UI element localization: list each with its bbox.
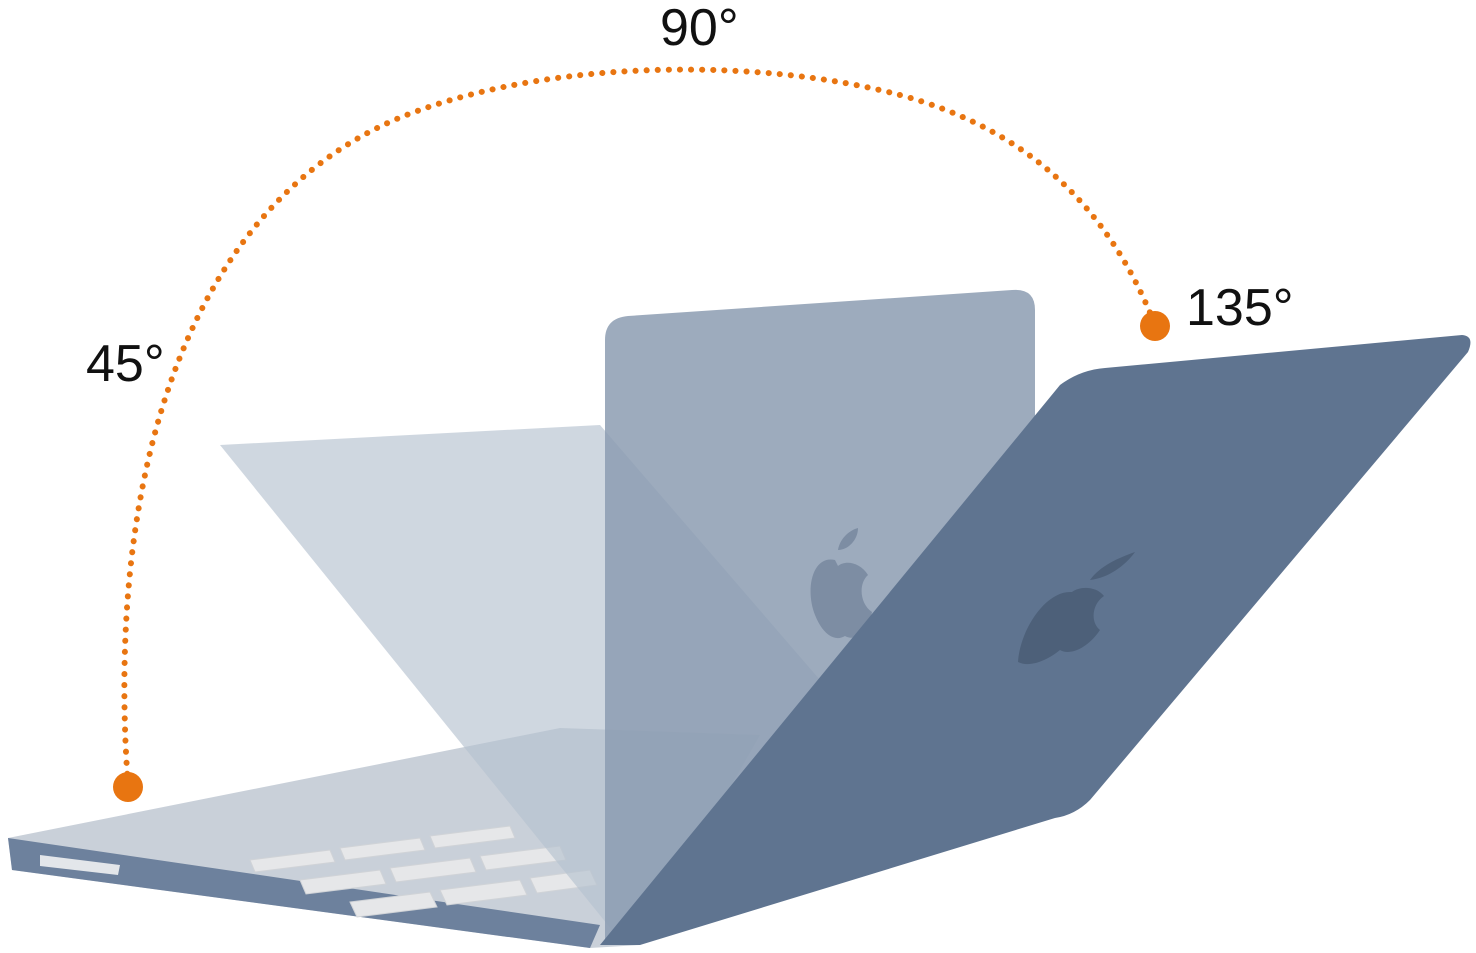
lid-135-degrees xyxy=(600,335,1471,945)
arc-start-dot xyxy=(113,772,143,802)
opening-angle-arc xyxy=(121,66,1158,788)
angle-label-135: 135° xyxy=(1186,279,1294,337)
angle-label-45: 45° xyxy=(86,335,165,393)
lid-90-degrees xyxy=(605,289,1035,940)
apple-logo-icon xyxy=(1018,552,1135,665)
apple-logo-icon xyxy=(810,528,872,639)
arc-end-dot xyxy=(1140,311,1170,341)
angle-label-90: 90° xyxy=(660,0,739,57)
keyboard xyxy=(249,825,598,918)
